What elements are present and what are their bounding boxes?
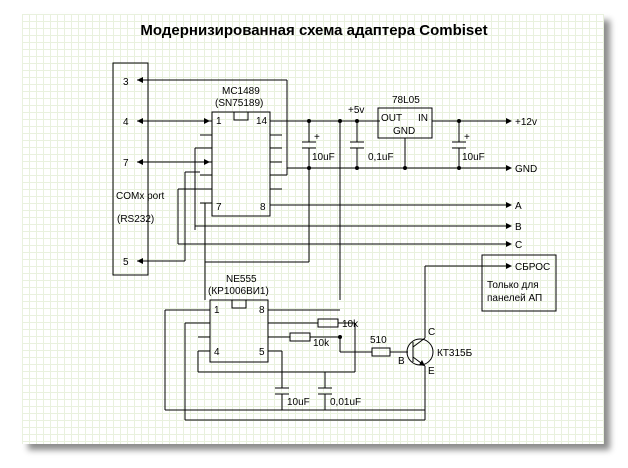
com-wires: [137, 77, 288, 264]
ne555-alt-name: (КР1006ВИ1): [208, 286, 269, 297]
ne555-pin-5: 5: [259, 347, 265, 358]
mc1489-pin-1: 1: [216, 116, 222, 127]
ne555-name: NE555: [226, 274, 257, 285]
regulator-in: IN: [418, 113, 428, 124]
ne555-pin-4: 4: [214, 347, 220, 358]
transistor-name: КТ315Б: [437, 348, 473, 359]
transistor-collector: C: [428, 327, 435, 338]
mc1489-notch: [233, 111, 249, 121]
gnd-rail: GND: [287, 164, 537, 175]
reset-note-line1: Только для: [487, 280, 539, 291]
output-c-label: C: [515, 240, 522, 251]
plus5-rail: +5v + 10uF 0,1uF: [290, 105, 394, 168]
ne555-pin-1: 1: [214, 305, 220, 316]
mc1489-body: [211, 111, 271, 217]
regulator-78l05: 78L05 OUT IN GND: [377, 95, 433, 168]
com-port-sublabel: (RS232): [117, 214, 154, 225]
reset-box-frame: [481, 254, 557, 312]
plus12-rail: +12v + 10uF: [432, 117, 537, 168]
plus5-label: +5v: [348, 105, 364, 116]
transistor-emitter: E: [428, 366, 435, 377]
mc1489-alt-name: (SN75189): [215, 98, 263, 109]
com-port-label: COMx port: [116, 191, 165, 202]
ne555-notch: [231, 299, 247, 309]
com-port: COMx port (RS232) 3 4 7 5: [112, 62, 165, 276]
output-a-label: A: [515, 201, 522, 212]
c2-value: 0,1uF: [368, 152, 394, 163]
com-pin-4-label: 4: [123, 117, 129, 128]
feed-wires: [205, 119, 342, 300]
mc1489-pin-14: 14: [256, 116, 268, 127]
c1-value: 10uF: [312, 152, 335, 163]
r3-resistor: [371, 347, 391, 357]
c3-value: 10uF: [462, 152, 485, 163]
ne555-pin-8: 8: [259, 305, 265, 316]
r2-value: 10k: [313, 338, 330, 349]
regulator-name: 78L05: [392, 95, 420, 106]
com-port-body: [112, 62, 149, 276]
regulator-out: OUT: [381, 113, 402, 124]
r1-value: 10k: [342, 319, 359, 330]
reset-box: СБРОС Только для панелей АП: [481, 254, 557, 312]
c1-plus: +: [314, 132, 320, 143]
r1-resistor: [317, 318, 339, 328]
regulator-gnd: GND: [393, 126, 415, 137]
mc1489-pin-8: 8: [260, 202, 266, 213]
reset-label: СБРОС: [515, 262, 550, 273]
plus12-label: +12v: [515, 117, 537, 128]
mc1489-wiring: [177, 112, 288, 300]
r3-value: 510: [370, 335, 387, 346]
transistor-base: B: [398, 356, 405, 367]
c5-value: 0,01uF: [330, 397, 361, 408]
reset-note-line2: панелей АП: [487, 293, 542, 304]
output-b-label: B: [515, 222, 522, 233]
r2-resistor: [289, 332, 311, 342]
com-pin-7-label: 7: [123, 158, 129, 169]
mc1489-name: MC1489: [222, 86, 260, 97]
diagram-card: [22, 14, 604, 444]
ne555-wiring: 10k 10k 10uF 0,01uF: [164, 309, 426, 421]
transistor-stage: 510 КТ315Б C B E: [370, 263, 512, 377]
transistor-body: [406, 338, 434, 366]
c4-value: 10uF: [287, 397, 310, 408]
output-lines: A B C: [178, 201, 522, 251]
com-pin-5-label: 5: [123, 257, 129, 268]
c3-plus: +: [464, 132, 470, 143]
ne555-chip: NE555 (КР1006ВИ1) 1 8 4 5: [198, 274, 340, 363]
mc1489-pin-7: 7: [216, 202, 222, 213]
gnd-label: GND: [515, 164, 537, 175]
mc1489-chip: MC1489 (SN75189) 1 14 7 8: [200, 86, 290, 217]
com-pin-3-label: 3: [123, 77, 129, 88]
diagram-title: Модернизированная схема адаптера Combise…: [140, 22, 488, 39]
